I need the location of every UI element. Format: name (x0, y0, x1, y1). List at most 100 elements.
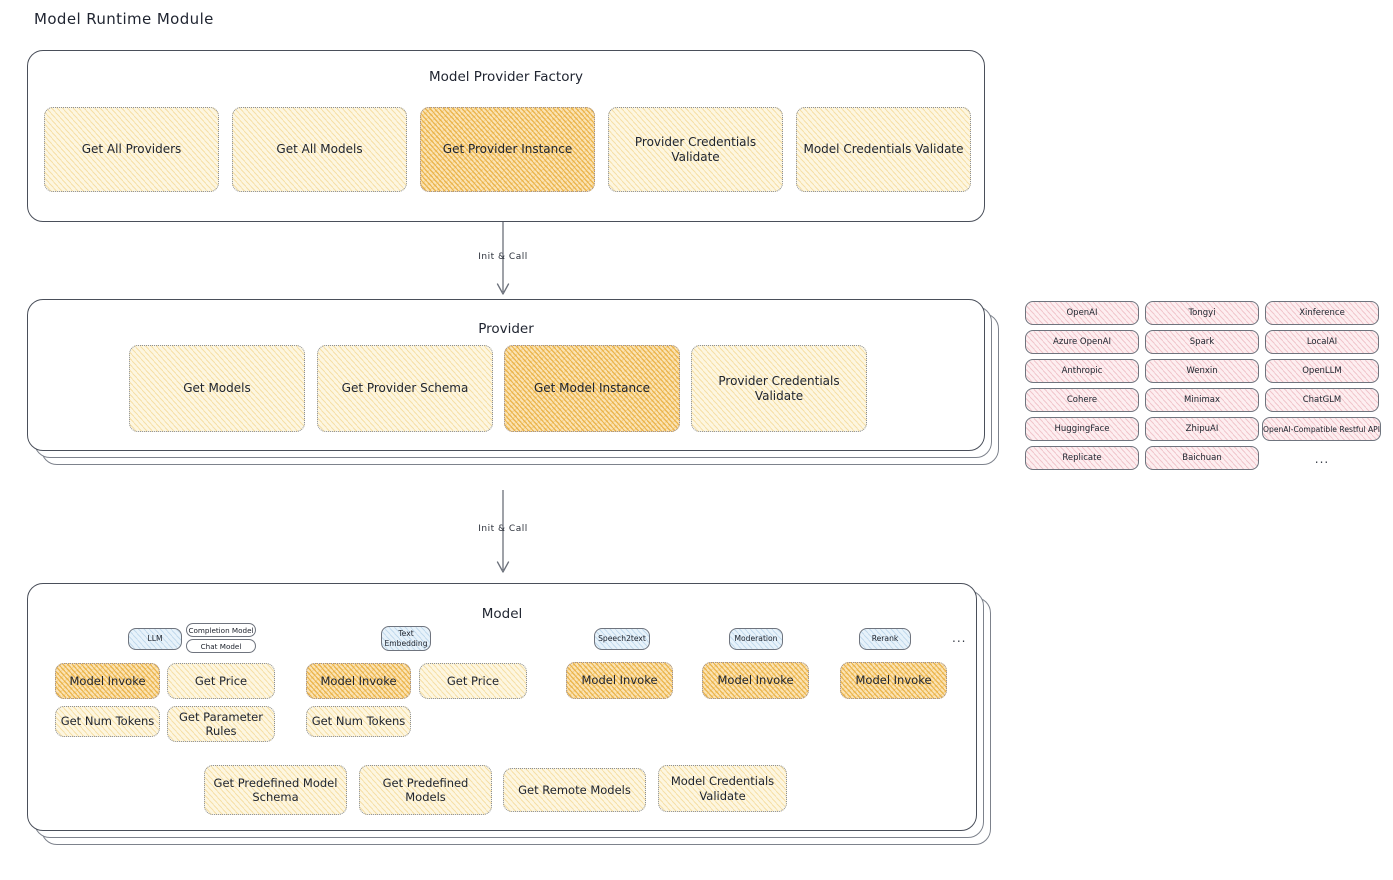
provider-chip-openai[interactable]: OpenAI (1025, 301, 1139, 325)
method-label: Model Invoke (855, 673, 932, 688)
method-label: Get Parameter Rules (179, 709, 263, 738)
provider-chip-label: Anthropic (1061, 366, 1103, 376)
model-type-label: Rerank (871, 634, 899, 644)
model-subtype-label: Completion Model (188, 625, 254, 635)
factory-panel-title: Model Provider Factory (428, 69, 583, 85)
provider-chip-tongyi[interactable]: Tongyi (1145, 301, 1259, 325)
method-label: Get Num Tokens (60, 714, 155, 729)
arrow-provider-to-model (496, 490, 510, 573)
model-type-chip-moderation[interactable]: Moderation (729, 628, 783, 650)
provider-chip-huggingface[interactable]: HuggingFace (1025, 417, 1139, 441)
factory-node-model-credentials-validate[interactable]: Model Credentials Validate (796, 107, 971, 192)
provider-node-label: Provider Credentials Validate (718, 373, 840, 403)
provider-chip-label: HuggingFace (1054, 424, 1110, 434)
model-common-method-get-predefined-model-schema[interactable]: Get Predefined Model Schema (204, 765, 347, 815)
model-subtype-chip-completion-model[interactable]: Completion Model (186, 623, 256, 637)
arrow-factory-to-provider (496, 222, 510, 295)
factory-node-get-all-models[interactable]: Get All Models (232, 107, 407, 192)
provider-chip-label: Tongyi (1188, 308, 1216, 318)
method-label: Get Num Tokens (311, 714, 406, 729)
text-embedding-method-get-num-tokens[interactable]: Get Num Tokens (306, 706, 411, 737)
provider-chip-label: Cohere (1066, 395, 1098, 405)
method-label: Model Invoke (320, 673, 397, 688)
model-panel-title: Model (481, 606, 523, 622)
provider-chip-label: OpenAI-Compatible Restful API (1263, 424, 1380, 434)
provider-node-get-provider-schema[interactable]: Get Provider Schema (317, 345, 493, 432)
method-label: Get Remote Models (518, 782, 631, 797)
provider-list-more-ellipsis: ... (1314, 452, 1330, 466)
provider-chip-cohere[interactable]: Cohere (1025, 388, 1139, 412)
method-label: Get Predefined Models (382, 775, 469, 804)
provider-chip-label: Spark (1189, 337, 1215, 347)
factory-node-label: Model Credentials Validate (803, 142, 964, 156)
model-type-chip-speech2text[interactable]: Speech2text (594, 628, 650, 650)
provider-chip-anthropic[interactable]: Anthropic (1025, 359, 1139, 383)
provider-chip-replicate[interactable]: Replicate (1025, 446, 1139, 470)
factory-node-label: Get Provider Instance (442, 142, 573, 156)
factory-node-get-provider-instance[interactable]: Get Provider Instance (420, 107, 595, 192)
llm-method-get-num-tokens[interactable]: Get Num Tokens (55, 706, 160, 737)
model-type-label: LLM (147, 634, 163, 644)
provider-chip-spark[interactable]: Spark (1145, 330, 1259, 354)
factory-node-provider-credentials-validate[interactable]: Provider Credentials Validate (608, 107, 783, 192)
speech2text-method-model-invoke[interactable]: Model Invoke (566, 662, 673, 699)
model-type-label: Text Embedding (384, 629, 428, 648)
factory-node-label: Get All Providers (81, 142, 182, 156)
model-type-chip-llm[interactable]: LLM (128, 628, 182, 650)
factory-node-label: Provider Credentials Validate (634, 134, 757, 164)
model-type-chip-text-embedding[interactable]: Text Embedding (381, 626, 431, 651)
text-embedding-method-get-price[interactable]: Get Price (419, 663, 527, 699)
provider-chip-openllm[interactable]: OpenLLM (1265, 359, 1379, 383)
model-types-more-ellipsis: ... (952, 631, 967, 645)
model-type-chip-rerank[interactable]: Rerank (859, 628, 911, 650)
provider-chip-localai[interactable]: LocalAI (1265, 330, 1379, 354)
provider-chip-label: OpenAI (1066, 308, 1098, 318)
model-subtype-label: Chat Model (200, 641, 242, 651)
provider-chip-label: ZhipuAI (1185, 424, 1219, 434)
provider-node-provider-credentials-validate[interactable]: Provider Credentials Validate (691, 345, 867, 432)
provider-node-get-model-instance[interactable]: Get Model Instance (504, 345, 680, 432)
provider-chip-wenxin[interactable]: Wenxin (1145, 359, 1259, 383)
provider-chip-baichuan[interactable]: Baichuan (1145, 446, 1259, 470)
provider-chip-azure-openai[interactable]: Azure OpenAI (1025, 330, 1139, 354)
provider-chip-xinference[interactable]: Xinference (1265, 301, 1379, 325)
provider-chip-openai-compatible-restful-api[interactable]: OpenAI-Compatible Restful API (1262, 417, 1381, 441)
method-label: Model Credentials Validate (670, 774, 775, 803)
model-common-method-get-predefined-models[interactable]: Get Predefined Models (359, 765, 492, 815)
provider-chip-label: Baichuan (1182, 453, 1222, 463)
moderation-method-model-invoke[interactable]: Model Invoke (702, 662, 809, 699)
llm-method-get-price[interactable]: Get Price (167, 663, 275, 699)
provider-chip-minimax[interactable]: Minimax (1145, 388, 1259, 412)
provider-chip-zhipuai[interactable]: ZhipuAI (1145, 417, 1259, 441)
arrow-label-init-call-1: Init & Call (478, 252, 528, 262)
provider-chip-label: Azure OpenAI (1053, 337, 1111, 347)
method-label: Model Invoke (717, 673, 794, 688)
provider-node-get-models[interactable]: Get Models (129, 345, 305, 432)
llm-method-model-invoke[interactable]: Model Invoke (55, 663, 160, 699)
provider-chip-label: Replicate (1062, 453, 1102, 463)
method-label: Get Price (194, 673, 248, 688)
provider-chip-label: LocalAI (1306, 337, 1338, 347)
method-label: Get Predefined Model Schema (213, 775, 338, 804)
model-common-method-get-remote-models[interactable]: Get Remote Models (503, 768, 646, 812)
model-common-method-model-credentials-validate[interactable]: Model Credentials Validate (658, 765, 787, 812)
model-subtype-chip-chat-model[interactable]: Chat Model (186, 639, 256, 653)
model-type-label: Speech2text (598, 634, 646, 644)
provider-chip-label: OpenLLM (1302, 366, 1342, 376)
provider-chip-label: Wenxin (1186, 366, 1218, 376)
rerank-method-model-invoke[interactable]: Model Invoke (840, 662, 947, 699)
text-embedding-method-model-invoke[interactable]: Model Invoke (306, 663, 411, 699)
provider-node-label: Get Provider Schema (341, 381, 469, 395)
method-label: Model Invoke (69, 673, 146, 688)
provider-panel-title: Provider (478, 321, 534, 337)
model-type-label: Moderation (734, 634, 778, 644)
factory-node-label: Get All Models (276, 142, 363, 156)
provider-chip-label: Minimax (1184, 395, 1220, 405)
provider-chip-chatglm[interactable]: ChatGLM (1265, 388, 1379, 412)
factory-node-get-all-providers[interactable]: Get All Providers (44, 107, 219, 192)
provider-node-label: Get Model Instance (533, 381, 651, 395)
method-label: Model Invoke (581, 673, 658, 688)
provider-node-label: Get Models (183, 381, 251, 395)
method-label: Get Price (446, 673, 500, 688)
llm-method-get-parameter-rules[interactable]: Get Parameter Rules (167, 706, 275, 742)
